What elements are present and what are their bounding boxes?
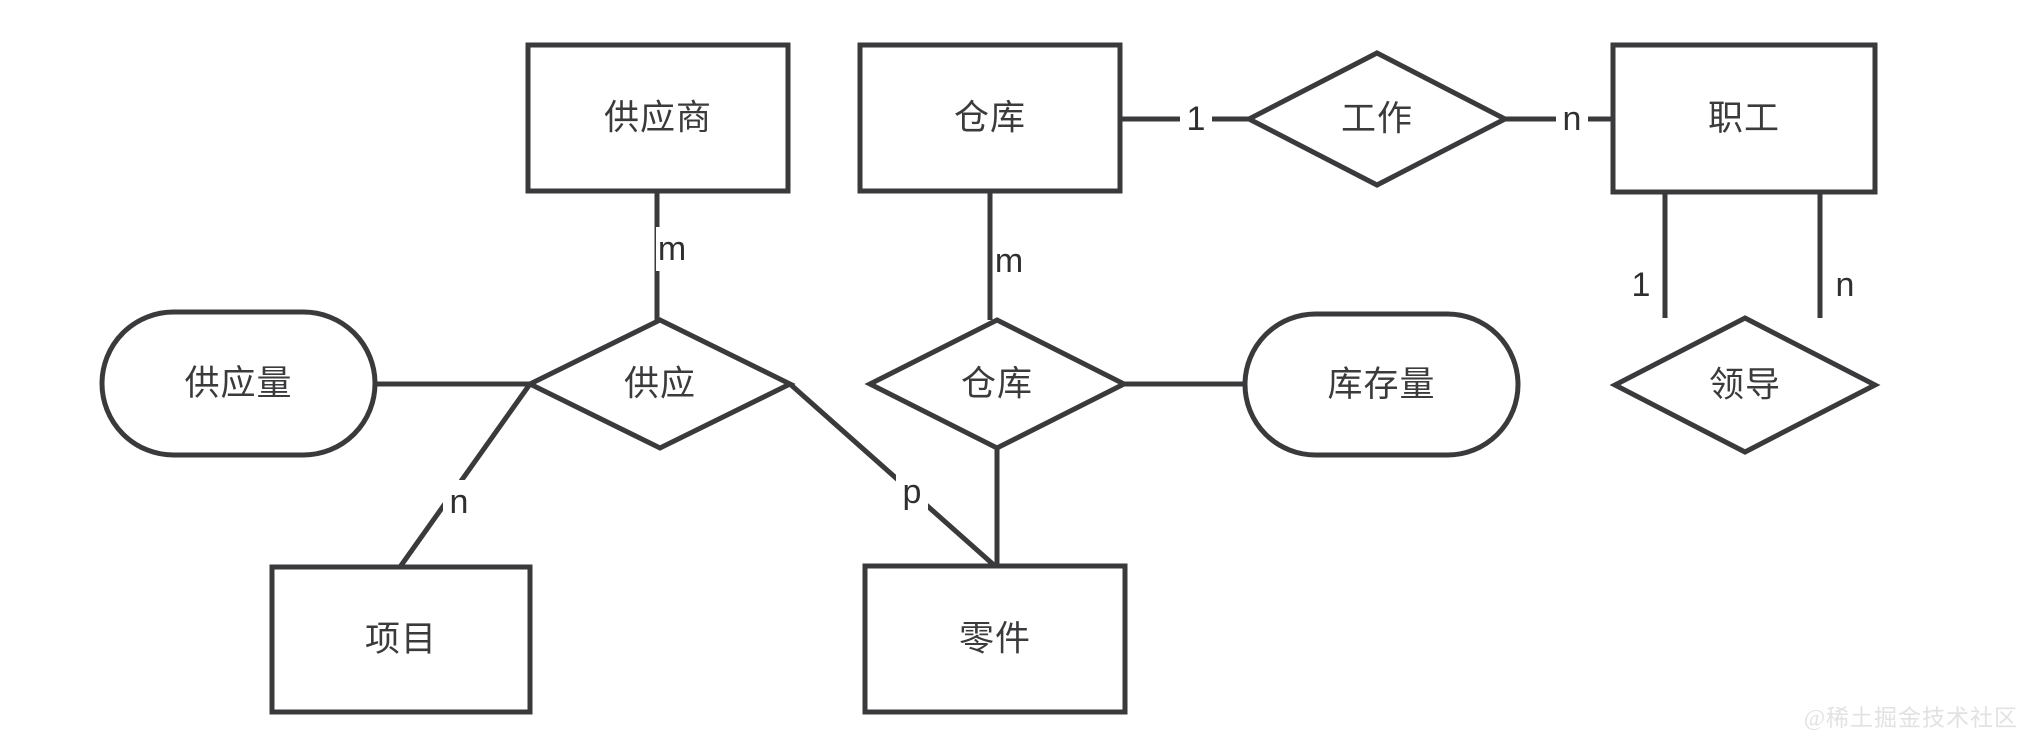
relationship-diamond-manage[interactable] — [1609, 315, 1881, 455]
entity-box-part[interactable] — [862, 563, 1128, 715]
cardinality-supplier-m: m — [658, 230, 686, 268]
cardinality-backdrop-manage-many — [1829, 263, 1861, 307]
cardinality-manage-many: n — [1836, 266, 1855, 304]
entity-label-supplier: 供应商 — [604, 99, 712, 138]
cardinality-backdrop-work-many — [1556, 97, 1588, 141]
connectors-layer — [375, 116, 1823, 569]
entity-box-warehouse[interactable] — [857, 42, 1123, 194]
cardinality-backdrop-manage-one — [1625, 263, 1657, 307]
cardinality-backdrop-supplier-m — [656, 227, 688, 271]
cardinality-work-many: n — [1563, 100, 1582, 138]
entity-box-employee[interactable] — [1610, 42, 1878, 195]
connector-supply-to-part — [788, 382, 997, 568]
cardinality-work-one: 1 — [1187, 100, 1206, 138]
attribute-box-supply-qty[interactable] — [99, 309, 378, 458]
entity-label-project: 项目 — [365, 620, 437, 659]
attribute-label-stock-qty: 库存量 — [1327, 365, 1435, 404]
relationship-diamond-work[interactable] — [1243, 50, 1511, 188]
cardinality-backdrop-warehouse-m — [993, 239, 1025, 283]
cardinality-part-p: p — [903, 473, 922, 511]
watermark-text: @稀土掘金技术社区 — [1804, 706, 2018, 731]
relationship-label-manage: 领导 — [1709, 366, 1781, 405]
relationship-label-stored: 仓库 — [961, 365, 1033, 404]
shapes-layer: 供应商仓库职工项目零件供应量库存量工作供应仓库领导 — [99, 42, 1881, 715]
cardinality-warehouse-m: m — [995, 242, 1023, 280]
attribute-box-stock-qty[interactable] — [1242, 311, 1521, 458]
relationship-diamond-supply[interactable] — [524, 317, 796, 451]
cardinality-project-n: n — [450, 483, 469, 521]
attribute-label-supply-qty: 供应量 — [184, 364, 292, 403]
cardinality-backdrop-part-p — [896, 470, 928, 514]
entity-label-part: 零件 — [959, 620, 1031, 659]
cardinality-backdrop-project-n — [443, 480, 475, 524]
relationship-label-supply: 供应 — [624, 365, 696, 404]
entity-label-employee: 职工 — [1708, 99, 1780, 138]
cardinality-layer: 1 n m m n p 1 n — [443, 97, 1861, 524]
connector-supply-to-project — [397, 382, 533, 569]
entity-box-supplier[interactable] — [525, 42, 791, 194]
relationship-label-work: 工作 — [1341, 100, 1413, 139]
cardinality-backdrop-work-one — [1180, 97, 1212, 141]
entity-box-project[interactable] — [269, 564, 533, 715]
cardinality-manage-one: 1 — [1632, 266, 1651, 304]
relationship-diamond-stored[interactable] — [864, 317, 1130, 451]
entity-label-warehouse: 仓库 — [954, 99, 1026, 138]
